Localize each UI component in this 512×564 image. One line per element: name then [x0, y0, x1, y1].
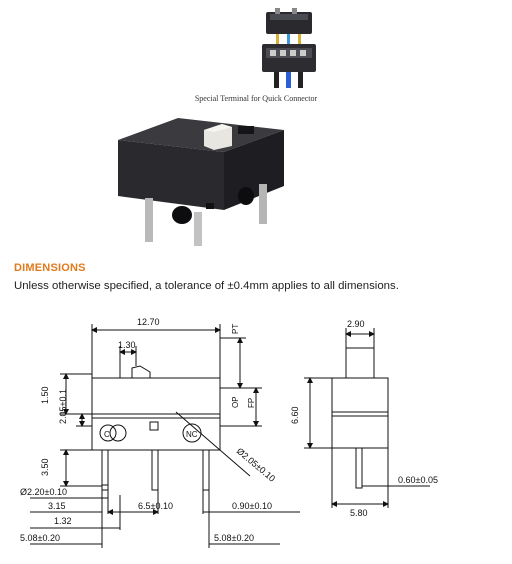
front-view [91, 365, 221, 491]
dim-h150: 1.50 [40, 386, 50, 404]
op-label: OP [231, 396, 240, 408]
section-heading: DIMENSIONS [14, 262, 86, 274]
dim-pin-508-left: 5.08±0.20 [20, 533, 60, 543]
dim-pin-132: 1.32 [54, 516, 72, 526]
side-view [331, 347, 389, 489]
fp-label: FP [247, 398, 256, 408]
dim-h205: 2.05±0.1 [58, 389, 68, 424]
terminal-nc-label: NC [186, 430, 198, 439]
dim-lever-offset: 1.30 [118, 340, 136, 350]
dim-pin-090: 0.90±0.10 [232, 501, 272, 511]
product-illustrations [118, 8, 316, 246]
micro-switch-image [118, 118, 284, 246]
dim-pitch-65: 6.5±0.10 [138, 501, 173, 511]
dim-side-top: 2.90 [347, 319, 365, 329]
terminal-c-label: C [104, 430, 110, 439]
connector-caption: Special Terminal for Quick Connector [194, 94, 318, 103]
tolerance-note: Unless otherwise specified, a tolerance … [14, 280, 399, 292]
dim-hole-dia: Ø2.20±0.10 [20, 487, 67, 497]
dim-width-total: 12.70 [137, 317, 160, 327]
dimension-drawing: C NC PT OP FP 12.70 1.30 1.50 2.05±0.1 3… [20, 317, 438, 548]
dim-nc-hole: Ø2.05±0.10 [235, 446, 277, 484]
dim-pin-508-right: 5.08±0.20 [214, 533, 254, 543]
quick-connector-image [262, 8, 316, 88]
pt-label: PT [231, 324, 240, 334]
dim-side-width: 5.80 [350, 508, 368, 518]
dim-side-pin: 0.60±0.05 [398, 475, 438, 485]
dim-h350: 3.50 [40, 458, 50, 476]
dim-h660: 6.60 [290, 406, 300, 424]
dim-pin-315: 3.15 [48, 501, 66, 511]
